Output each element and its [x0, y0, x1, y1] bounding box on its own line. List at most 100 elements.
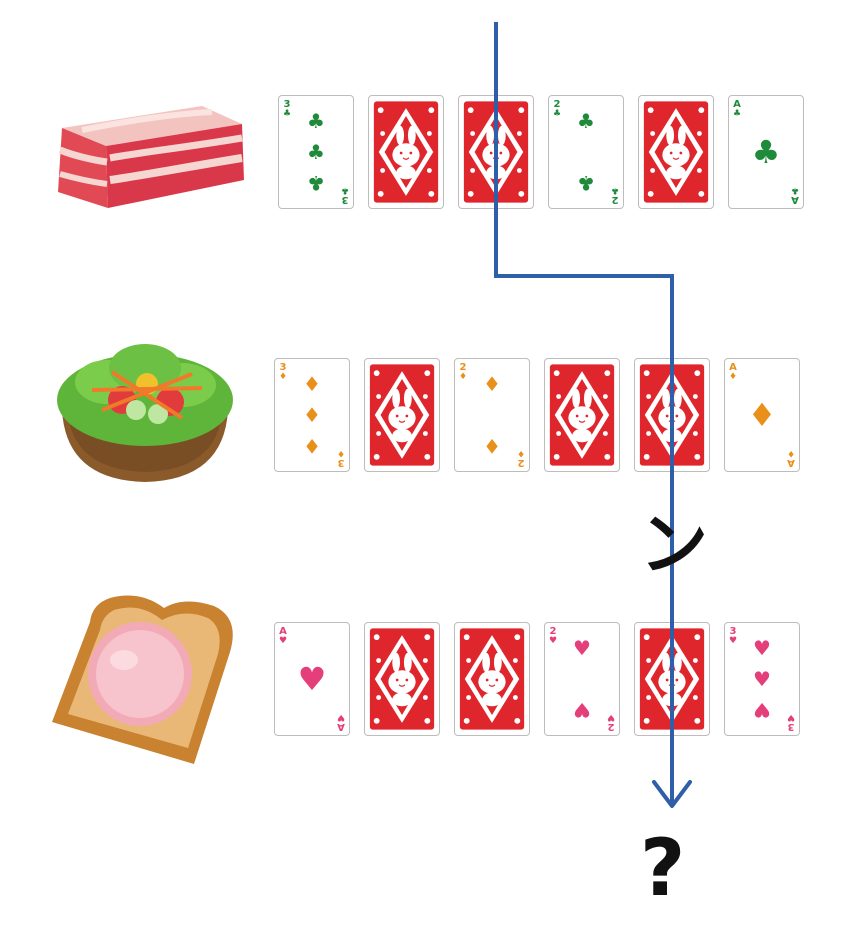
hearts-pip-icon: ♥: [297, 660, 327, 698]
bunny-card-back-icon: [459, 628, 525, 730]
clubs-suit-icon: ♣: [733, 109, 742, 119]
diamonds-pip-icon: ♦: [303, 371, 321, 396]
card-corner-index: 3♥: [729, 627, 737, 646]
card-face-down[interactable]: [638, 95, 714, 209]
card-A-clubs[interactable]: A♣A♣♣: [728, 95, 804, 209]
card-face-down[interactable]: [454, 622, 530, 736]
card-face-down[interactable]: [634, 358, 710, 472]
clubs-suit-icon: ♣: [283, 109, 292, 119]
card-rank: A: [279, 626, 287, 637]
card-corner-index: 2♥: [606, 712, 615, 732]
clubs-suit-icon: ♣: [610, 185, 619, 195]
clubs-pip-icon: ♣: [751, 133, 781, 171]
diamonds-pip-icon: ♦: [303, 434, 321, 459]
diamonds-suit-icon: ♦: [729, 372, 738, 382]
ham-toast-icon: [44, 592, 240, 770]
bunny-card-back-icon: [463, 101, 529, 203]
card-3-hearts[interactable]: 3♥3♥♥♥♥: [724, 622, 800, 736]
clubs-pip-icon: ♣: [577, 171, 595, 196]
path-arrowhead: [652, 780, 692, 808]
card-corner-index: A♣: [733, 100, 741, 119]
card-rank: 3: [279, 362, 287, 373]
card-rank: 3: [337, 457, 345, 468]
card-rank: 3: [341, 194, 349, 205]
diamonds-pip-icon: ♦: [303, 403, 321, 427]
card-face-down[interactable]: [368, 95, 444, 209]
card-corner-index: A♦: [729, 363, 737, 382]
card-face-down[interactable]: [544, 358, 620, 472]
clubs-pip-icon: ♣: [307, 140, 325, 164]
diamonds-suit-icon: ♦: [336, 448, 345, 458]
card-corner-index: 2♦: [459, 363, 467, 382]
bunny-card-back-icon: [639, 364, 705, 466]
bunny-card-back-icon: [643, 101, 709, 203]
card-2-hearts[interactable]: 2♥2♥♥♥: [544, 622, 620, 736]
card-corner-index: 2♣: [610, 185, 619, 205]
hearts-suit-icon: ♥: [606, 712, 615, 722]
card-rank: 3: [787, 721, 795, 732]
card-face-down[interactable]: [364, 622, 440, 736]
bacon-icon: [52, 100, 246, 212]
clubs-suit-icon: ♣: [790, 185, 799, 195]
diamonds-suit-icon: ♦: [516, 448, 525, 458]
card-corner-index: A♦: [786, 448, 795, 468]
card-rank: 2: [517, 457, 525, 468]
card-rank: A: [733, 99, 741, 110]
hint-glyph: ン: [640, 506, 709, 585]
clubs-pip-icon: ♣: [307, 171, 325, 196]
hearts-suit-icon: ♥: [786, 712, 795, 722]
hearts-pip-icon: ♥: [753, 698, 771, 723]
card-face-down[interactable]: [634, 622, 710, 736]
card-rank: A: [729, 362, 737, 373]
hearts-suit-icon: ♥: [549, 636, 558, 646]
card-rank: 3: [729, 626, 737, 637]
card-A-diamonds[interactable]: A♦A♦♦: [724, 358, 800, 472]
card-corner-index: 2♦: [516, 448, 525, 468]
card-corner-index: A♣: [790, 185, 799, 205]
card-corner-index: 3♣: [283, 100, 291, 119]
diamonds-suit-icon: ♦: [279, 372, 288, 382]
hearts-pip-icon: ♥: [573, 635, 591, 660]
hearts-suit-icon: ♥: [729, 636, 738, 646]
card-corner-index: 2♥: [549, 627, 557, 646]
card-corner-index: 2♣: [553, 100, 561, 119]
hearts-suit-icon: ♥: [336, 712, 345, 722]
hearts-pip-icon: ♥: [753, 635, 771, 660]
card-corner-index: 3♣: [340, 185, 349, 205]
bunny-card-back-icon: [373, 101, 439, 203]
salad-bowl-icon: [52, 330, 238, 490]
card-rank: A: [791, 194, 799, 205]
hearts-suit-icon: ♥: [279, 636, 288, 646]
card-corner-index: 3♦: [336, 448, 345, 468]
question-mark: ?: [640, 824, 686, 914]
card-rank: 2: [611, 194, 619, 205]
diamonds-suit-icon: ♦: [459, 372, 468, 382]
bunny-card-back-icon: [549, 364, 615, 466]
card-corner-index: 3♦: [279, 363, 287, 382]
diamonds-pip-icon: ♦: [747, 396, 777, 434]
diamonds-suit-icon: ♦: [786, 448, 795, 458]
hearts-pip-icon: ♥: [573, 698, 591, 723]
diamonds-pip-icon: ♦: [483, 371, 501, 396]
clubs-suit-icon: ♣: [553, 109, 562, 119]
hearts-pip-icon: ♥: [753, 667, 771, 691]
card-2-diamonds[interactable]: 2♦2♦♦♦: [454, 358, 530, 472]
card-corner-index: 3♥: [786, 712, 795, 732]
card-3-diamonds[interactable]: 3♦3♦♦♦♦: [274, 358, 350, 472]
card-A-hearts[interactable]: A♥A♥♥: [274, 622, 350, 736]
card-3-clubs[interactable]: 3♣3♣♣♣♣: [278, 95, 354, 209]
card-rank: A: [787, 457, 795, 468]
diamonds-pip-icon: ♦: [483, 434, 501, 459]
card-corner-index: A♥: [279, 627, 287, 646]
bunny-card-back-icon: [369, 364, 435, 466]
bunny-card-back-icon: [639, 628, 705, 730]
card-rank: A: [337, 721, 345, 732]
card-rank: 2: [459, 362, 467, 373]
card-corner-index: A♥: [336, 712, 345, 732]
card-face-down[interactable]: [364, 358, 440, 472]
card-2-clubs[interactable]: 2♣2♣♣♣: [548, 95, 624, 209]
clubs-pip-icon: ♣: [577, 108, 595, 133]
card-rank: 3: [283, 99, 291, 110]
clubs-suit-icon: ♣: [340, 185, 349, 195]
card-face-down[interactable]: [458, 95, 534, 209]
